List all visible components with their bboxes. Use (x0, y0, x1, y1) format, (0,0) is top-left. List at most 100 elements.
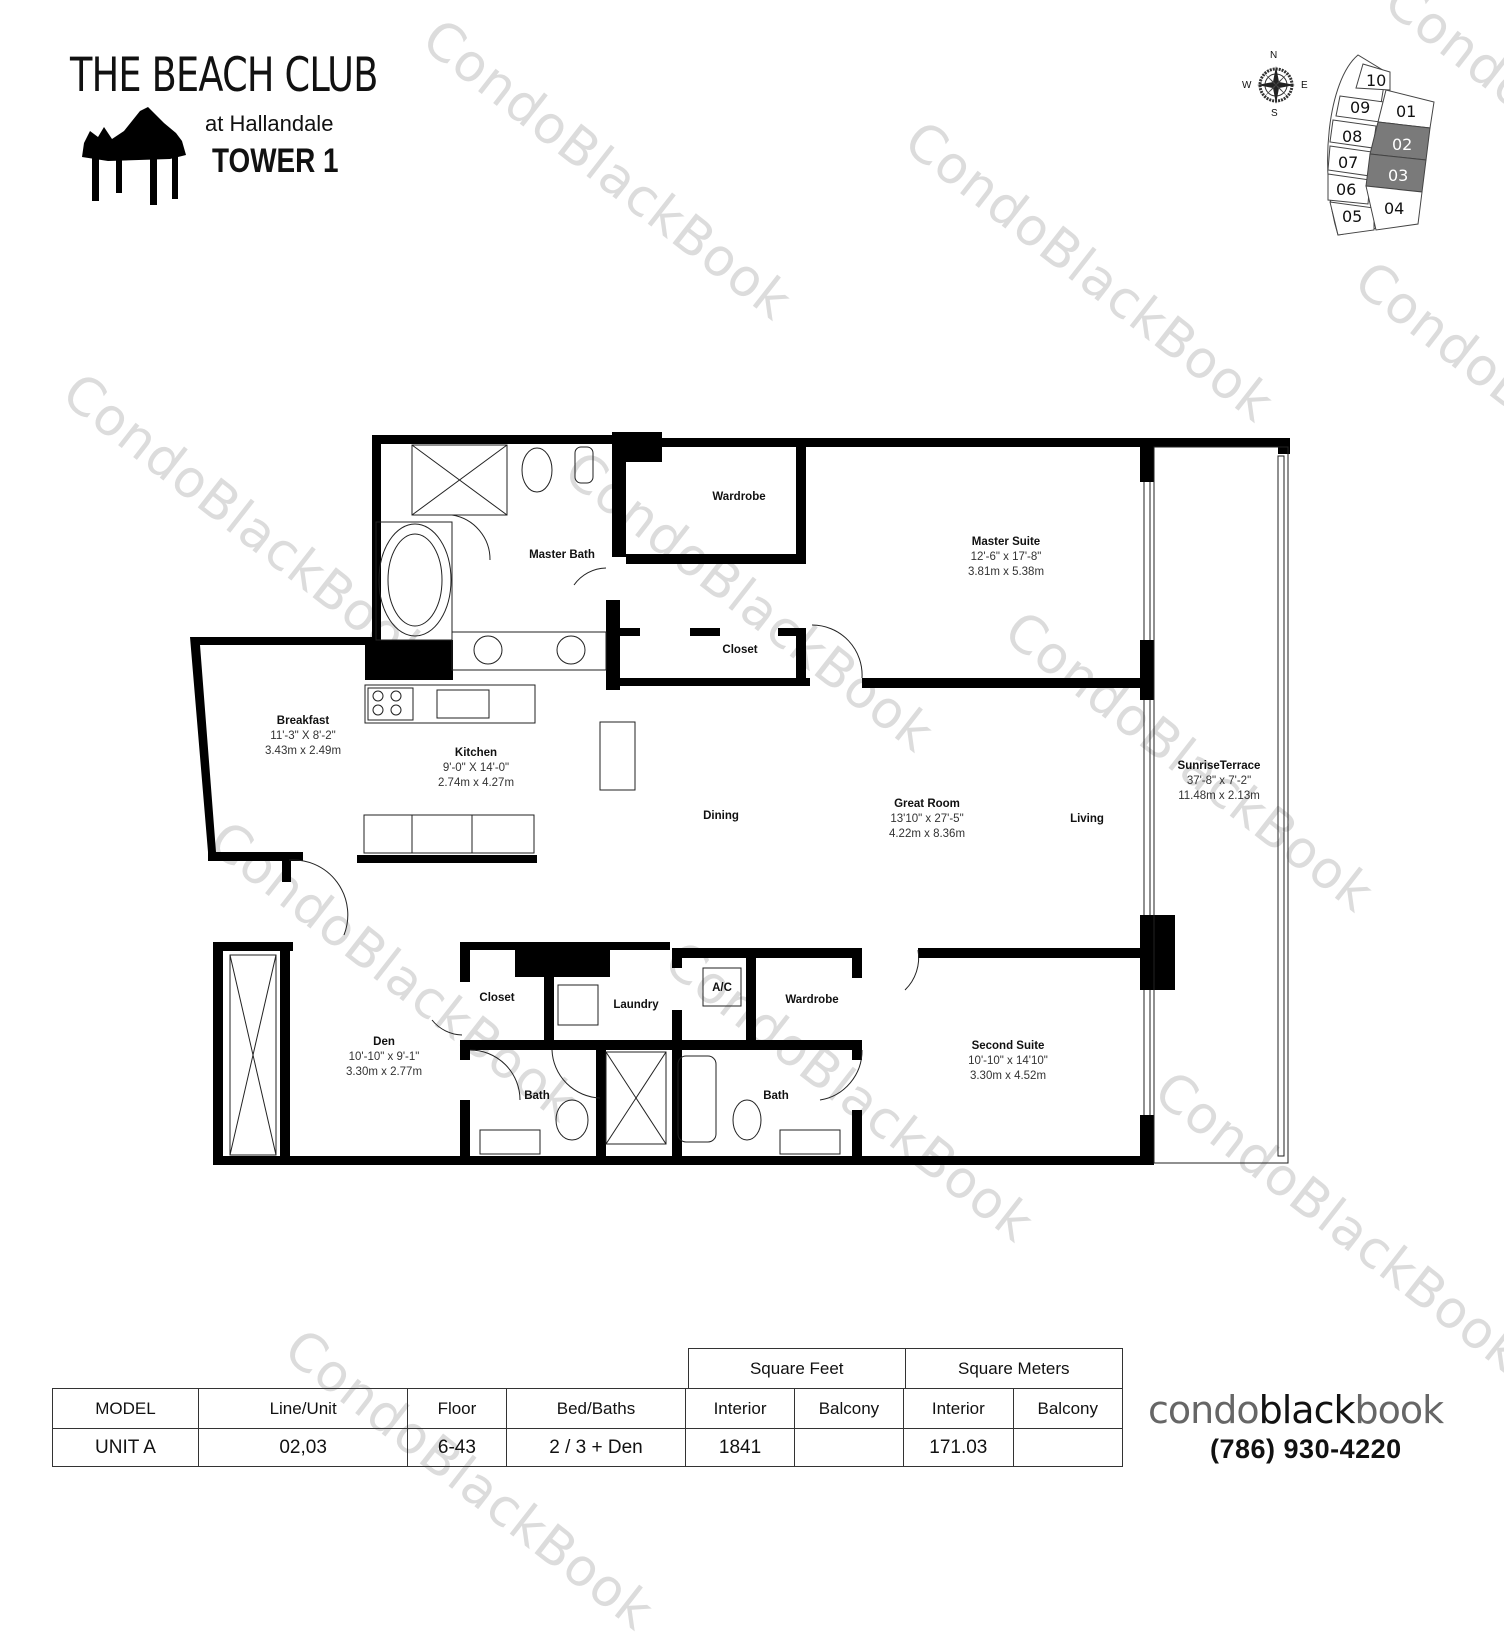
room-dim-m: 2.74m x 4.27m (437, 777, 515, 789)
key-unit-01: 01 (1396, 102, 1416, 121)
key-plan: 10 09 08 07 06 05 01 02 03 04 (1327, 54, 1435, 236)
room-name: Kitchen (454, 747, 498, 759)
header-floor: Floor (407, 1388, 507, 1429)
key-unit-02: 02 (1392, 135, 1412, 154)
room-name: A/C (712, 982, 732, 994)
key-unit-07: 07 (1338, 153, 1358, 172)
cell-line-unit: 02,03 (197, 1428, 409, 1467)
building-title: THE BEACH CLUB (70, 48, 378, 103)
cell-sqft-interior: 1841 (685, 1428, 795, 1467)
key-unit-10: 10 (1366, 71, 1386, 90)
room-name: Wardrobe (712, 491, 766, 503)
header-sqft-balcony: Balcony (793, 1388, 905, 1429)
room-living: Living (1070, 812, 1104, 827)
room-name: Laundry (613, 999, 659, 1011)
compass-rose-icon (1257, 66, 1295, 104)
room-ac: A/C (712, 981, 732, 996)
key-unit-09: 09 (1350, 98, 1370, 117)
room-closet-den: Closet (479, 991, 514, 1006)
room-name: Closet (722, 644, 758, 656)
room-dim-ft: 10'-10" x 14'10" (968, 1055, 1048, 1067)
gazebo-logo-icon (82, 107, 186, 205)
room-breakfast: Breakfast 11'-3" X 8'-2" 3.43m x 2.49m (265, 714, 341, 759)
key-unit-06: 06 (1336, 180, 1356, 199)
room-dim-m: 3.81m x 5.38m (967, 566, 1045, 578)
room-second-suite: Second Suite 10'-10" x 14'10" 3.30m x 4.… (968, 1039, 1048, 1084)
room-dim-ft: 11'-3" X 8'-2" (270, 730, 336, 742)
room-name: Master Bath (529, 549, 595, 561)
room-name: Living (1070, 813, 1104, 825)
room-dim-m: 3.30m x 4.52m (969, 1070, 1047, 1082)
spec-table: MODEL Line/Unit Floor Bed/Baths Interior… (52, 1388, 1124, 1467)
header-sqft-interior: Interior (685, 1388, 795, 1429)
spec-group-header: Square Feet Square Meters (688, 1348, 1123, 1388)
brand-part-book: book (1354, 1388, 1444, 1432)
room-name: Dining (703, 810, 739, 822)
room-dining: Dining (703, 809, 739, 824)
compass-west: W (1242, 80, 1252, 91)
room-name: SunriseTerrace (1177, 760, 1261, 772)
room-name: Master Suite (971, 536, 1041, 548)
room-name: Great Room (894, 798, 960, 810)
room-name: Second Suite (971, 1040, 1045, 1052)
room-closet-master: Closet (722, 643, 757, 658)
cell-bed-baths: 2 / 3 + Den (505, 1428, 687, 1467)
room-dim-ft: 37'-8" x 7'-2" (1186, 775, 1252, 787)
room-master-bath: Master Bath (529, 548, 595, 563)
header-bed-baths: Bed/Baths (505, 1388, 687, 1429)
room-master-suite: Master Suite 12'-6" x 17'-8" 3.81m x 5.3… (968, 535, 1044, 580)
room-wardrobe-master: Wardrobe (712, 490, 765, 505)
watermark: CondoBlackBook (273, 1318, 665, 1642)
header-sqm-balcony: Balcony (1012, 1388, 1124, 1429)
cell-sqm-interior: 171.03 (903, 1428, 1014, 1467)
group-square-feet: Square Feet (688, 1348, 906, 1388)
room-dim-ft: 10'-10" x 9'-1" (348, 1051, 420, 1063)
floor-plan (190, 432, 1290, 1165)
room-dim-ft: 9'-0" X 14'-0" (442, 762, 510, 774)
cell-sqm-balcony (1012, 1428, 1124, 1467)
room-name: Breakfast (276, 715, 330, 727)
cell-floor: 6-43 (407, 1428, 507, 1467)
room-name: Wardrobe (785, 994, 839, 1006)
group-square-meters: Square Meters (904, 1348, 1123, 1388)
brand-logo: condoblackbook (1148, 1388, 1444, 1432)
header-model: MODEL (52, 1388, 199, 1429)
room-bath-1: Bath (524, 1089, 550, 1104)
cell-model: UNIT A (52, 1428, 199, 1467)
building-subtitle: at Hallandale (205, 111, 334, 136)
key-unit-05: 05 (1342, 207, 1362, 226)
brand-part-condo: condo (1148, 1388, 1260, 1432)
key-unit-08: 08 (1342, 127, 1362, 146)
room-dim-ft: 12'-6" x 17'-8" (970, 551, 1042, 563)
room-great-room: Great Room 13'10" x 27'-5" 4.22m x 8.36m (889, 797, 965, 842)
header-line-unit: Line/Unit (197, 1388, 409, 1429)
phone-number: (786) 930-4220 (1210, 1434, 1402, 1464)
cell-sqft-balcony (793, 1428, 905, 1467)
key-unit-03: 03 (1388, 166, 1408, 185)
compass-south: S (1271, 108, 1278, 119)
room-name: Bath (763, 1090, 789, 1102)
room-dim-m: 3.43m x 2.49m (264, 745, 342, 757)
spec-data-row: UNIT A 02,03 6-43 2 / 3 + Den 1841 171.0… (52, 1428, 1124, 1467)
header-sqm-interior: Interior (903, 1388, 1014, 1429)
room-laundry: Laundry (613, 998, 658, 1013)
room-kitchen: Kitchen 9'-0" X 14'-0" 2.74m x 4.27m (438, 746, 514, 791)
room-dim-m: 4.22m x 8.36m (888, 828, 966, 840)
room-dim-m: 11.48m x 2.13m (1178, 790, 1260, 802)
room-bath-2: Bath (763, 1089, 789, 1104)
tower-label: TOWER 1 (212, 142, 339, 180)
room-den: Den 10'-10" x 9'-1" 3.30m x 2.77m (346, 1035, 422, 1080)
room-wardrobe-second: Wardrobe (785, 993, 838, 1008)
spec-header-row: MODEL Line/Unit Floor Bed/Baths Interior… (52, 1388, 1124, 1429)
room-name: Bath (524, 1090, 550, 1102)
room-dim-m: 3.30m x 2.77m (345, 1066, 423, 1078)
room-name: Den (373, 1036, 395, 1048)
key-unit-04: 04 (1384, 199, 1404, 218)
brand-part-black: black (1258, 1388, 1356, 1432)
room-dim-ft: 13'10" x 27'-5" (890, 813, 964, 825)
compass: N S W E (1240, 50, 1310, 120)
compass-east: E (1301, 80, 1308, 91)
compass-north: N (1270, 50, 1278, 61)
room-name: Closet (479, 992, 515, 1004)
room-terrace: SunriseTerrace 37'-8" x 7'-2" 11.48m x 2… (1178, 759, 1261, 804)
